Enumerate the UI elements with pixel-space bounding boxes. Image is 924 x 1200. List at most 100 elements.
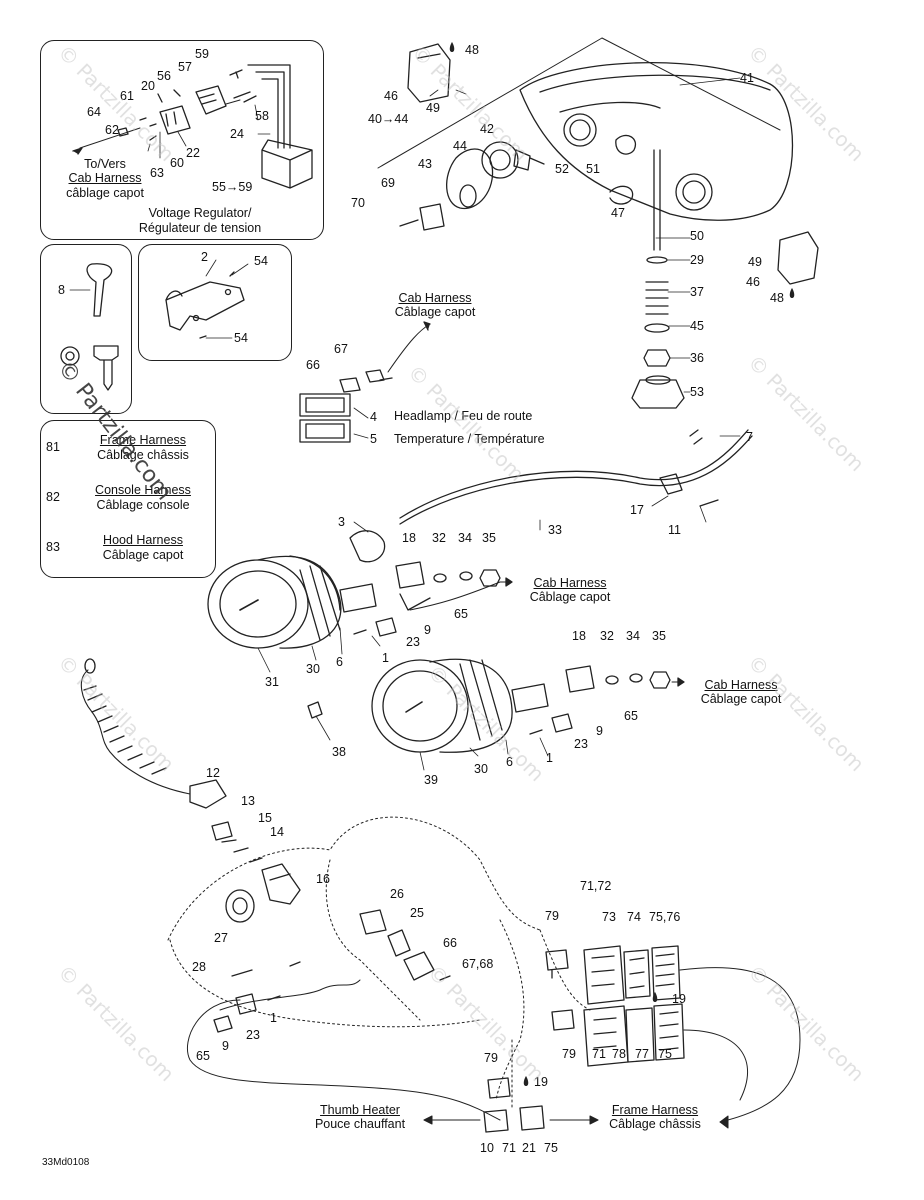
callout: 48 bbox=[770, 291, 784, 305]
callout: 56 bbox=[157, 69, 171, 83]
leader-lines bbox=[69, 77, 741, 771]
callout: 71 bbox=[592, 1047, 606, 1061]
callout: 49 bbox=[748, 255, 762, 269]
callout: 58 bbox=[255, 109, 269, 123]
callout: 75 bbox=[544, 1141, 558, 1155]
headlamp-indicator-label: Headlamp / Feu de route bbox=[394, 409, 533, 423]
callout: 67,68 bbox=[462, 957, 493, 971]
callout: 24 bbox=[230, 127, 244, 141]
frame-harness-dest-fr: Câblage châssis bbox=[609, 1117, 701, 1131]
callout: 30 bbox=[474, 762, 488, 776]
bracket bbox=[165, 271, 245, 339]
diagram-code: 33Md0108 bbox=[42, 1157, 90, 1168]
headlamp-assembly bbox=[377, 37, 819, 409]
callout: 16 bbox=[316, 872, 330, 886]
callout-numbers: 59 57 56 20 61 64 62 58 24 22 60 63 55→5… bbox=[58, 43, 784, 1155]
callout: 9 bbox=[596, 724, 603, 738]
callout: 71 bbox=[502, 1141, 516, 1155]
connector-blocks bbox=[483, 945, 685, 1133]
adhesive-drops[interactable] bbox=[449, 42, 795, 1086]
callout: 48 bbox=[465, 43, 479, 57]
callout: 54 bbox=[254, 254, 268, 268]
voltage-regulator bbox=[72, 64, 313, 189]
callout: 20 bbox=[141, 79, 155, 93]
legend-name-fr-83: Câblage capot bbox=[102, 548, 184, 562]
callout: 40→44 bbox=[368, 112, 408, 126]
callout: 28 bbox=[192, 960, 206, 974]
callout: 33 bbox=[548, 523, 562, 537]
harness-legend-box bbox=[40, 420, 216, 578]
callout: 6 bbox=[336, 655, 343, 669]
callout: 17 bbox=[630, 503, 644, 517]
callout: 53 bbox=[690, 385, 704, 399]
callout: 18 bbox=[402, 531, 416, 545]
callout: 1 bbox=[270, 1011, 277, 1025]
callout: 35 bbox=[652, 629, 666, 643]
callout: 18 bbox=[572, 629, 586, 643]
callout: 9 bbox=[222, 1039, 229, 1053]
callout: 23 bbox=[246, 1028, 260, 1042]
callout: 6 bbox=[506, 755, 513, 769]
callout: 79 bbox=[562, 1047, 576, 1061]
callout: 4 bbox=[370, 410, 377, 424]
legend-num-82: 82 bbox=[46, 490, 60, 504]
callout: 77 bbox=[635, 1047, 649, 1061]
callout: 30 bbox=[306, 662, 320, 676]
callout: 52 bbox=[555, 162, 569, 176]
throttle-cable bbox=[399, 429, 753, 525]
callout: 22 bbox=[186, 146, 200, 160]
callout: 66 bbox=[306, 358, 320, 372]
callout: 10 bbox=[480, 1141, 494, 1155]
callout: 31 bbox=[265, 675, 279, 689]
console-wiring bbox=[186, 821, 501, 1121]
callout: 51 bbox=[586, 162, 600, 176]
coiled-lanyard bbox=[80, 658, 227, 809]
callout: 61 bbox=[120, 89, 134, 103]
regulator-inset-box bbox=[40, 40, 324, 240]
callout: 32 bbox=[432, 531, 446, 545]
callout: 35 bbox=[482, 531, 496, 545]
cab-harness-dest-right-fr: Câblage capot bbox=[700, 692, 782, 706]
callout: 69 bbox=[381, 176, 395, 190]
cab-harness-dest-mid: Cab Harness bbox=[533, 576, 607, 590]
tie-wrap-and-screw bbox=[60, 263, 119, 391]
legend-name-fr-82: Câblage console bbox=[96, 498, 190, 512]
callout: 14 bbox=[270, 825, 284, 839]
callout: 49 bbox=[426, 101, 440, 115]
callout: 36 bbox=[690, 351, 704, 365]
callout: 21 bbox=[522, 1141, 536, 1155]
callout: 66 bbox=[443, 936, 457, 950]
callout: 11 bbox=[668, 523, 681, 537]
callout: 7 bbox=[746, 430, 753, 444]
cab-harness-dest-top: Cab Harness bbox=[398, 291, 472, 305]
callout: 26 bbox=[390, 887, 404, 901]
legend-num-83: 83 bbox=[46, 540, 60, 554]
callout: 74 bbox=[627, 910, 641, 924]
callout: 1 bbox=[546, 751, 553, 765]
callout: 19 bbox=[534, 1075, 548, 1089]
to-vers-label: To/Vers bbox=[84, 157, 126, 171]
callout: 65 bbox=[454, 607, 468, 621]
callout: 47 bbox=[611, 206, 625, 220]
callout: 8 bbox=[58, 283, 65, 297]
callout: 70 bbox=[351, 196, 365, 210]
regulator-title: Voltage Regulator/ bbox=[148, 206, 252, 220]
callout: 34 bbox=[626, 629, 640, 643]
cab-harness-dest-right: Cab Harness bbox=[704, 678, 778, 692]
callout: 34 bbox=[458, 531, 472, 545]
callout: 60 bbox=[170, 156, 184, 170]
callout: 78 bbox=[612, 1047, 626, 1061]
callout: 63 bbox=[150, 166, 164, 180]
callout: 2 bbox=[201, 250, 208, 264]
legend-name-fr-81: Câblage châssis bbox=[97, 448, 189, 462]
callout: 3 bbox=[338, 515, 345, 529]
callout: 55→59 bbox=[212, 180, 252, 194]
callout: 65 bbox=[196, 1049, 210, 1063]
callout: 25 bbox=[410, 906, 424, 920]
callout: 9 bbox=[424, 623, 431, 637]
frame-harness-dest: Frame Harness bbox=[611, 1103, 699, 1117]
callout: 5 bbox=[370, 432, 377, 446]
callout: 19 bbox=[672, 992, 686, 1006]
legend-name-83: Hood Harness bbox=[103, 533, 183, 547]
